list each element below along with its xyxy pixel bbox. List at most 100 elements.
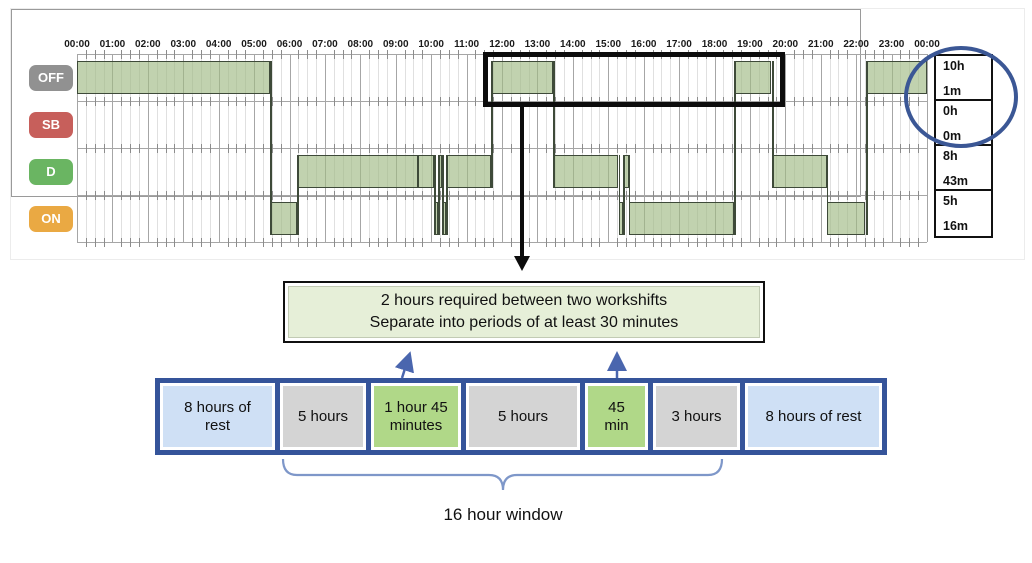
quarter-tick (262, 143, 264, 153)
quarter-tick (475, 190, 477, 200)
quarter-tick (475, 49, 477, 59)
quarter-tick (192, 190, 194, 200)
quarter-tick (873, 96, 875, 106)
quarter-tick (271, 49, 273, 59)
quarter-tick (422, 96, 424, 106)
status-change-connector (623, 155, 625, 235)
quarter-tick (138, 143, 140, 153)
total-hours: 0h (943, 104, 958, 118)
total-minutes: 43m (943, 173, 969, 188)
quarter-tick (652, 190, 654, 200)
quarter-tick (280, 143, 282, 153)
quarter-tick (811, 143, 813, 153)
quarter-tick (865, 49, 867, 59)
quarter-tick (475, 143, 477, 153)
quarter-tick (103, 143, 105, 153)
quarter-tick (280, 190, 282, 200)
duty-segment-off (734, 61, 772, 94)
quarter-tick (271, 143, 273, 153)
quarter-tick (546, 237, 548, 247)
quarter-tick (378, 143, 380, 153)
quarter-tick (271, 96, 273, 106)
duty-badge-off: OFF (29, 64, 73, 91)
quarter-tick (581, 237, 583, 247)
quarter-tick (103, 49, 105, 59)
total-hours: 10h (943, 59, 965, 73)
quarter-tick (245, 96, 247, 106)
quarter-tick (404, 237, 406, 247)
quarter-tick (448, 96, 450, 106)
time-axis-label: 09:00 (382, 39, 409, 50)
quarter-tick (546, 96, 548, 106)
quarter-tick (723, 190, 725, 200)
status-change-connector (446, 155, 448, 235)
time-axis-label: 21:00 (807, 39, 834, 50)
quarter-tick (847, 190, 849, 200)
rule-note-line1: 2 hours required between two workshifts (380, 291, 668, 309)
quarter-tick (440, 237, 442, 247)
quarter-tick (333, 96, 335, 106)
row-boundary-line (77, 148, 927, 149)
quarter-tick (625, 96, 627, 106)
quarter-tick (440, 96, 442, 106)
quarter-tick (227, 96, 229, 106)
quarter-tick (493, 143, 495, 153)
quarter-tick (422, 143, 424, 153)
quarter-tick (634, 237, 636, 247)
quarter-tick (652, 237, 654, 247)
quarter-tick (192, 237, 194, 247)
quarter-tick (440, 190, 442, 200)
quarter-tick (165, 190, 167, 200)
quarter-tick (838, 237, 840, 247)
duty-segment-off (866, 61, 927, 94)
quarter-tick (625, 143, 627, 153)
quarter-tick (192, 143, 194, 153)
rule-note-line2: Separate into periods of at least 30 min… (369, 314, 679, 331)
time-axis-label: 10:00 (418, 39, 444, 50)
quarter-tick (519, 143, 521, 153)
quarter-tick (121, 143, 123, 153)
quarter-tick (882, 143, 884, 153)
quarter-tick (333, 143, 335, 153)
total-minutes: 0m (943, 128, 962, 143)
quarter-tick (209, 49, 211, 59)
quarter-tick (351, 143, 353, 153)
quarter-tick (369, 49, 371, 59)
quarter-tick (165, 96, 167, 106)
quarter-tick (130, 190, 132, 200)
quarter-tick (555, 237, 557, 247)
time-axis-label: 23:00 (878, 39, 905, 50)
quarter-tick (909, 190, 911, 200)
quarter-tick (236, 96, 238, 106)
quarter-tick (378, 49, 380, 59)
quarter-tick (475, 237, 477, 247)
quarter-tick (262, 237, 264, 247)
quarter-tick (918, 49, 920, 59)
quarter-tick (236, 143, 238, 153)
quarter-tick (519, 237, 521, 247)
quarter-tick (617, 190, 619, 200)
quarter-tick (847, 237, 849, 247)
quarter-tick (316, 237, 318, 247)
status-change-connector (438, 155, 440, 235)
quarter-tick (838, 143, 840, 153)
time-axis-label: 13:00 (524, 39, 551, 50)
quarter-tick (378, 190, 380, 200)
quarter-tick (599, 190, 601, 200)
time-axis-label: 03:00 (170, 39, 197, 50)
quarter-tick (882, 237, 884, 247)
quarter-tick (528, 143, 530, 153)
quarter-tick (687, 96, 689, 106)
time-axis-label: 18:00 (701, 39, 728, 50)
quarter-tick (245, 237, 247, 247)
quarter-tick (333, 49, 335, 59)
quarter-tick (555, 143, 557, 153)
quarter-tick (794, 237, 796, 247)
quarter-tick (156, 49, 158, 59)
quarter-tick (723, 96, 725, 106)
quarter-tick (448, 190, 450, 200)
quarter-tick (351, 96, 353, 106)
duty-segment-d (446, 155, 492, 188)
